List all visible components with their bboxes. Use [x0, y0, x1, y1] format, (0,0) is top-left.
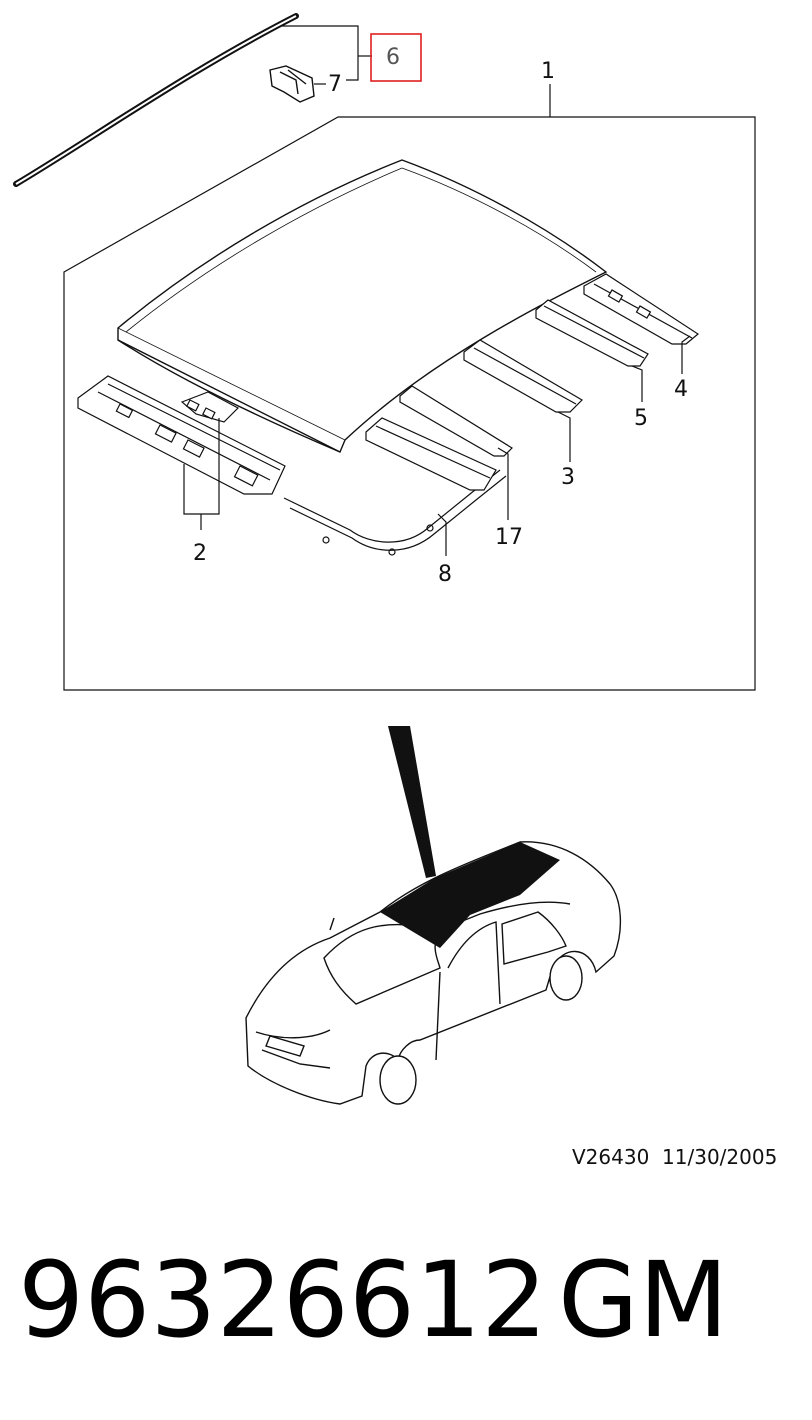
- car-roof-highlight: [380, 842, 560, 948]
- assembly-frame: [63, 116, 756, 691]
- brand-name: GM: [558, 1239, 729, 1361]
- callout-leader-5: [631, 365, 643, 402]
- location-pointer: [388, 726, 436, 878]
- callout-8: 8: [438, 562, 452, 587]
- callout-1: 1: [541, 59, 555, 84]
- callout-17: 17: [495, 525, 523, 550]
- callout-7: 7: [328, 72, 342, 97]
- callout-leader-17: [497, 447, 509, 520]
- drawing-date: 11/30/2005: [662, 1145, 778, 1169]
- callout-4: 4: [674, 377, 688, 402]
- roof-panel: [117, 159, 608, 453]
- rear-header-rail: [583, 273, 700, 345]
- roof-molding-strip: [13, 13, 299, 187]
- molding-clip: [269, 65, 315, 103]
- highlight-box-6: [370, 33, 422, 82]
- callout-bracket-6-7: [282, 25, 372, 85]
- roof-bow-3: [463, 339, 583, 413]
- car-illustration: [245, 841, 622, 1105]
- front-header-rail: [77, 375, 286, 495]
- roof-bow-17: [365, 385, 513, 491]
- callout-3: 3: [561, 465, 575, 490]
- callout-leader-3: [557, 411, 571, 462]
- front-header-reinforcement: [180, 391, 239, 423]
- callout-leader-8: [437, 513, 447, 556]
- roof-bow-5: [535, 299, 649, 367]
- callout-leader-4: [681, 335, 691, 374]
- drawing-code: V26430: [572, 1145, 650, 1169]
- callout-5: 5: [634, 406, 648, 431]
- callout-bracket-2: [183, 418, 220, 530]
- sunroof-frame: [283, 469, 507, 556]
- callout-6: 6: [386, 45, 400, 70]
- part-number: 96326612: [18, 1239, 548, 1361]
- drawing-reference: V26430 11/30/2005: [572, 1145, 777, 1169]
- callout-2: 2: [193, 541, 207, 566]
